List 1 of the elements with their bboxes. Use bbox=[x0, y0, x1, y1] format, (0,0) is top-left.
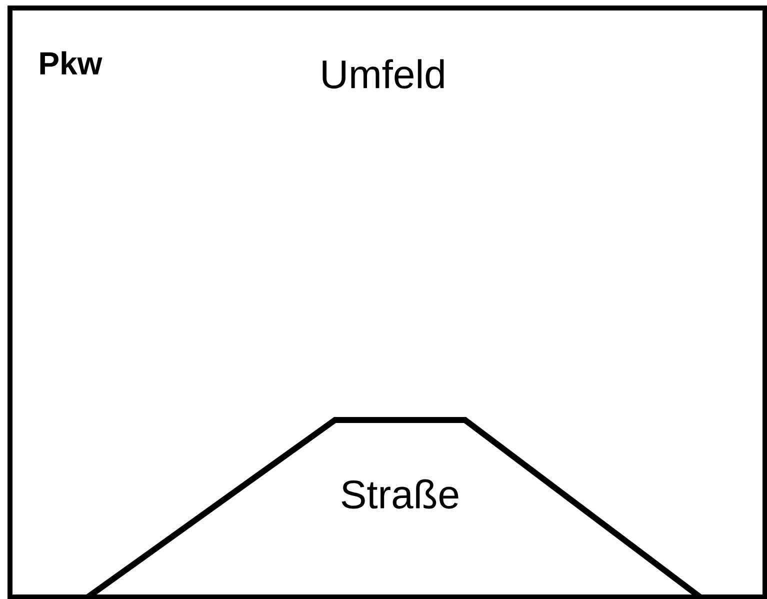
road-trapezoid: Straße bbox=[86, 417, 702, 599]
